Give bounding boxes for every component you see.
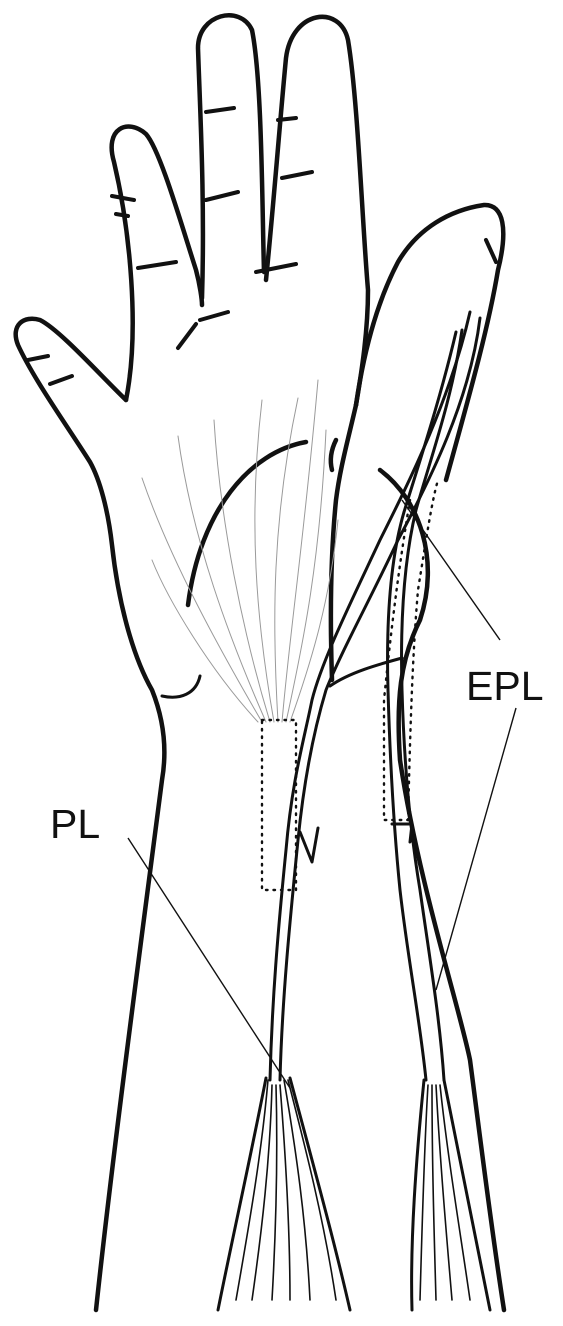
wrist-crease xyxy=(162,676,200,697)
index-finger-outline xyxy=(266,17,368,405)
middle-finger-outline xyxy=(198,15,264,298)
palmar-aponeurosis xyxy=(142,380,338,722)
epl-leader-line-lower xyxy=(436,708,516,990)
distal-palm-line xyxy=(331,440,336,470)
thumb-outline xyxy=(356,205,503,480)
pl-tendon-cut-end xyxy=(300,828,318,862)
epl-crossing-line xyxy=(330,658,402,686)
thenar-crease xyxy=(188,442,306,605)
pl-leader-line xyxy=(128,838,290,1088)
epl-label: EPL xyxy=(466,663,544,709)
pl-tendon-line-a xyxy=(280,318,480,1080)
pl-label: PL xyxy=(50,801,100,847)
pl-muscle-belly xyxy=(218,1078,350,1310)
